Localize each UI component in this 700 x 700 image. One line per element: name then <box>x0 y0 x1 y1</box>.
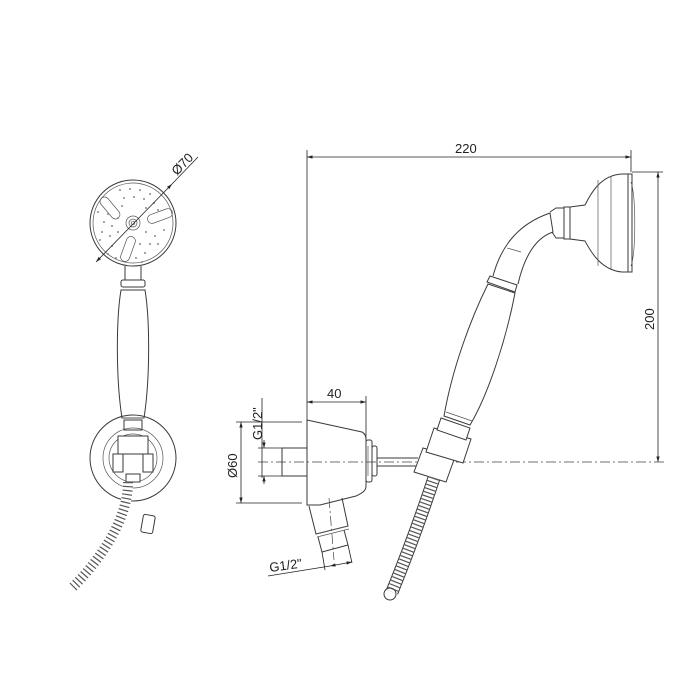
dimension-outlet-diameter: Ø60 <box>225 421 302 504</box>
total-height-label: 200 <box>642 308 657 330</box>
front-view: Ø70 <box>68 150 199 592</box>
outlet-diameter-label: Ø60 <box>225 453 240 478</box>
dimension-outlet-depth: 40 <box>307 386 367 440</box>
hose-thread-label: G1/2" <box>268 555 303 574</box>
handset-side <box>436 173 636 441</box>
dimension-total-width: 220 <box>307 141 632 172</box>
hose-side <box>383 475 441 601</box>
dimension-hose-thread: G1/2" <box>267 544 353 577</box>
hose-front <box>68 481 156 592</box>
dimension-total-height: 200 <box>632 171 663 462</box>
spray-holes <box>97 188 165 263</box>
dimension-wall-thread: G1/2" <box>250 398 282 484</box>
head-diameter-label: Ø70 <box>168 150 196 178</box>
total-width-label: 220 <box>455 141 477 156</box>
wall-holder-front <box>89 414 177 502</box>
outlet-depth-label: 40 <box>327 386 341 401</box>
dimension-head-diameter: Ø70 <box>95 150 199 263</box>
side-view: 220 200 40 Ø60 G1 <box>225 141 665 601</box>
wall-outlet-side <box>281 419 378 561</box>
wall-thread-label: G1/2" <box>250 407 265 440</box>
handle-front <box>116 289 150 419</box>
